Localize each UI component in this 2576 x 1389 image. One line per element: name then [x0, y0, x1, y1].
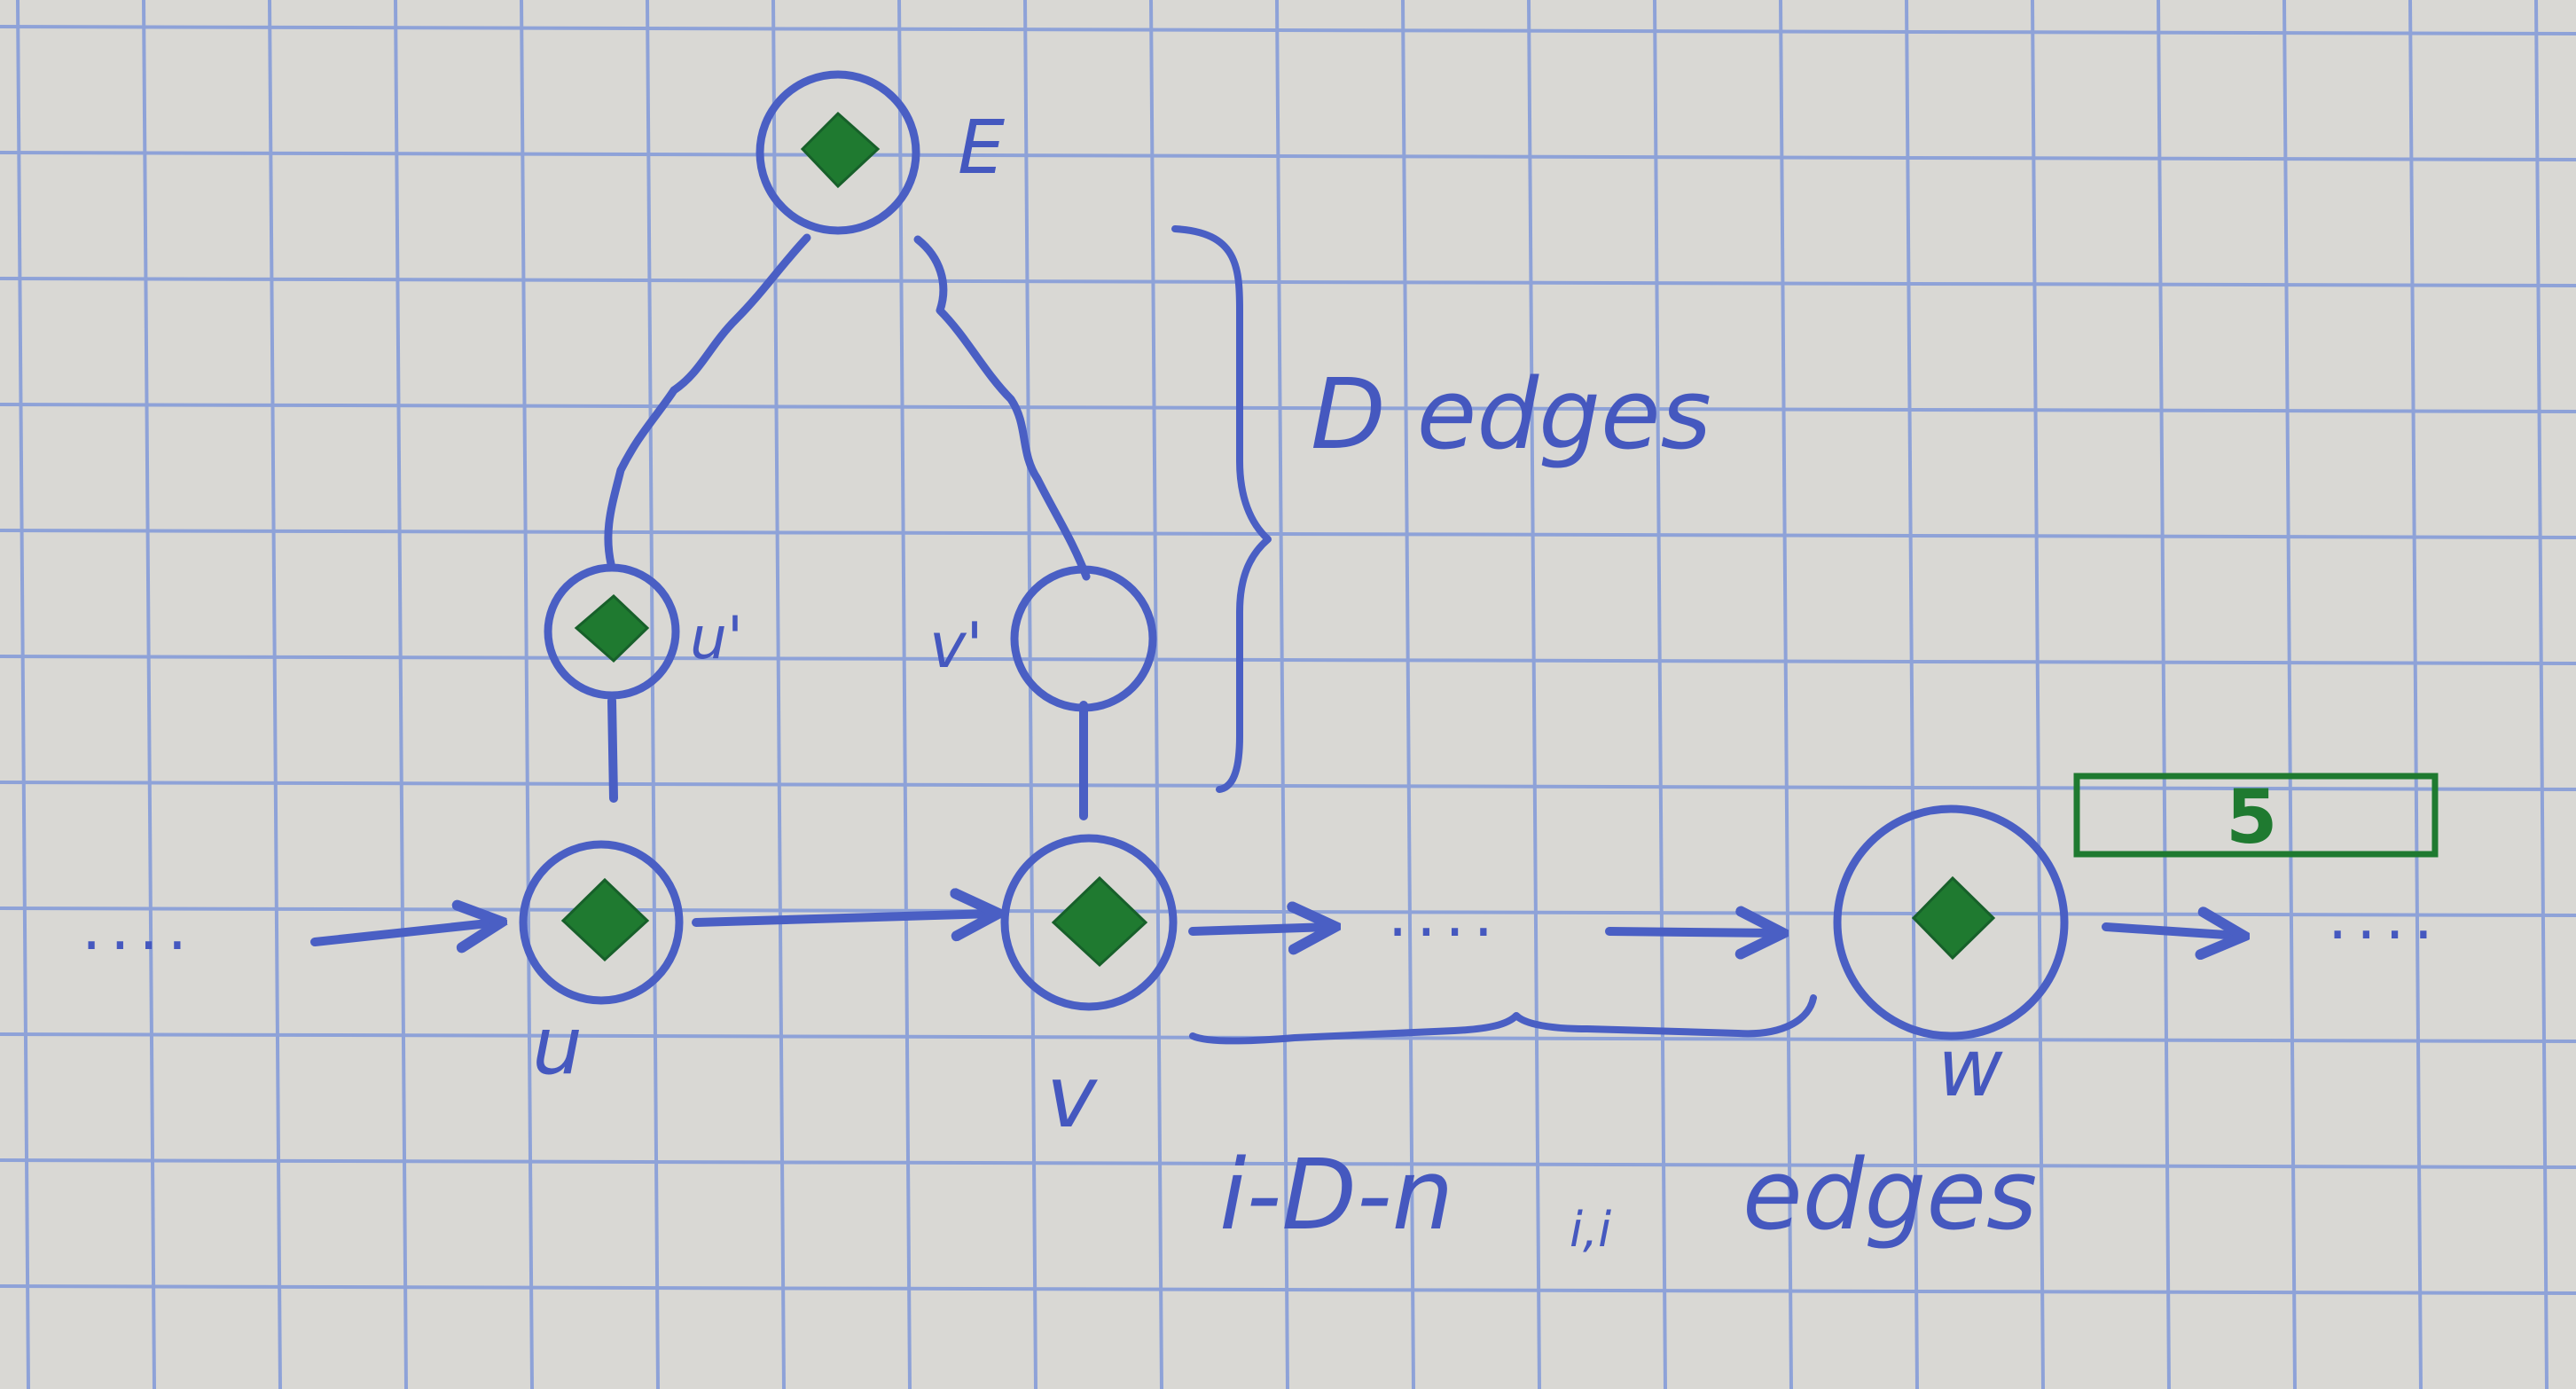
svg-text:5: 5 [2226, 773, 2277, 860]
grid-line-vertical [16, 0, 30, 1389]
grid-line-vertical [1653, 0, 1667, 1389]
grid-line-vertical [897, 0, 912, 1389]
edge-u-prime-to-u [607, 696, 618, 803]
grid-line-vertical [1023, 0, 1037, 1389]
grid-line-vertical [771, 0, 786, 1389]
grid-line-horizontal [0, 1158, 2576, 1169]
svg-text:edges: edges [1742, 1138, 2037, 1252]
bottom-edges-label: i-D-n i,i edges [1219, 1138, 2037, 1258]
dots-right: .... [2328, 881, 2442, 953]
node-u-prime-label: u' [690, 604, 743, 672]
grid-line-horizontal [0, 403, 2576, 413]
grid-line-vertical [2157, 0, 2171, 1389]
wavy-edge-e-to-u-prime [604, 233, 811, 572]
grid-line-horizontal [0, 277, 2576, 287]
grid-line-vertical [1527, 0, 1541, 1389]
node-v-prime [1010, 565, 1157, 712]
grid-line-vertical [1779, 0, 1793, 1389]
node-u-label: u [532, 1000, 583, 1093]
grid-line-horizontal [0, 1284, 2576, 1295]
grid-line-vertical [1401, 0, 1415, 1389]
node-u [519, 840, 684, 1005]
node-v-prime-label: v' [929, 609, 983, 682]
node-v [1000, 834, 1178, 1011]
node-e [756, 70, 920, 235]
grid-line-vertical [1275, 0, 1289, 1389]
brace-vertical [1171, 225, 1272, 793]
node-v-label: v [1046, 1048, 1098, 1147]
grid-line-vertical [520, 0, 534, 1389]
grid-line-vertical [1149, 0, 1163, 1389]
arrow-w-out [2102, 927, 2239, 936]
arrow-u-to-v [692, 914, 993, 922]
dots-left: .... [82, 891, 196, 964]
grid-line-vertical [142, 0, 156, 1389]
dots-middle: .... [1388, 878, 1502, 951]
grid-line-horizontal [0, 25, 2576, 35]
grid-line-horizontal [0, 655, 2576, 665]
svg-text:i,i: i,i [1570, 1202, 1611, 1258]
grid-line-vertical [2282, 0, 2297, 1389]
grid-line-horizontal [0, 529, 2576, 539]
arrow-into-w [1605, 931, 1778, 933]
grid-line-horizontal [0, 151, 2576, 161]
grid-line-vertical [646, 0, 660, 1389]
arrow-v-out [1188, 927, 1330, 931]
node-w [1833, 804, 2069, 1040]
wavy-edge-e-to-v-prime [913, 235, 1091, 581]
brace-horizontal [1189, 994, 1817, 1045]
grid-line-vertical [268, 0, 282, 1389]
grid-line-vertical [2534, 0, 2549, 1389]
grid-line-horizontal [0, 781, 2576, 791]
brace-label: D edges [1311, 357, 1711, 471]
svg-text:i-D-n: i-D-n [1219, 1138, 1453, 1252]
node-e-label: E [958, 104, 1005, 191]
arrow-into-u [310, 922, 497, 942]
counter-box: 5 [2073, 773, 2439, 860]
grid-line-vertical [394, 0, 408, 1389]
grid-line-vertical [2031, 0, 2045, 1389]
grid-line-vertical [2408, 0, 2423, 1389]
node-w-label: w [1938, 1022, 2003, 1115]
node-u-prime [544, 563, 680, 700]
grid-line-vertical [1905, 0, 1919, 1389]
